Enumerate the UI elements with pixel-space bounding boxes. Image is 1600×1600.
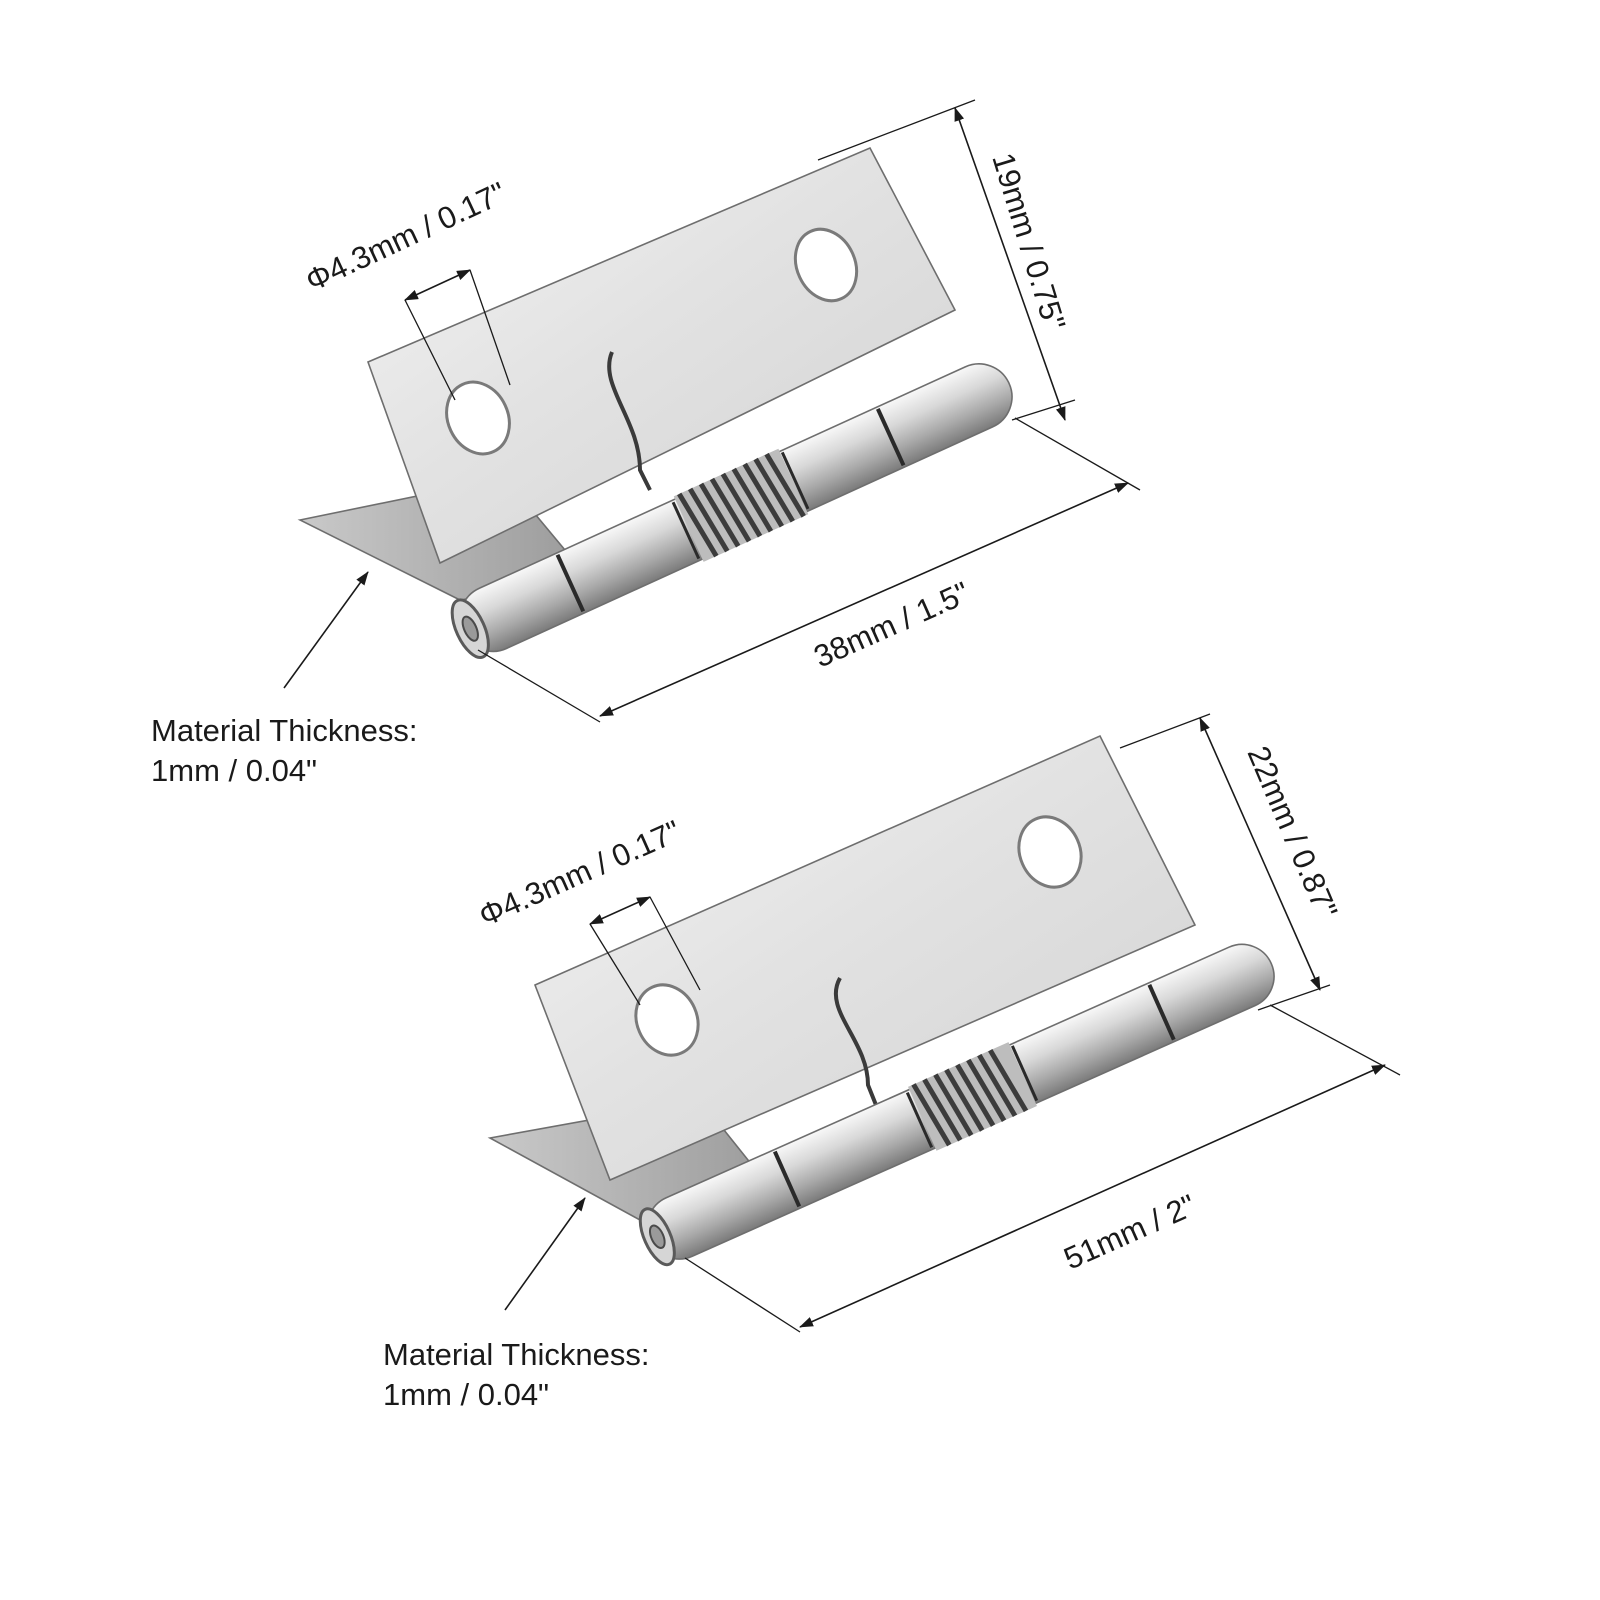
- hinge-large-dimensions: Φ4.3mm / 0.17" 22mm / 0.87" 51mm / 2" Ma…: [383, 713, 1401, 1412]
- hinge-small-hole-left: [445, 380, 511, 456]
- hinge-small-hole-dimension-line: [404, 269, 471, 301]
- hinge-large-hole-left: [634, 983, 700, 1057]
- hinge-large-hole-right: [1017, 815, 1083, 889]
- hinge-small-thickness-leader: [283, 571, 369, 689]
- hinge-small-spring-arm: [607, 351, 652, 491]
- hinge-large-hole-diameter-label: Φ4.3mm / 0.17": [474, 813, 686, 933]
- hinge-small-length-label: 38mm / 1.5": [809, 575, 975, 675]
- hinge-large-thickness-leader: [504, 1197, 586, 1311]
- hinge-small-hole-diameter-label: Φ4.3mm / 0.17": [300, 175, 511, 298]
- hinge-small-thickness-label: Material Thickness:: [151, 713, 417, 748]
- hinge-small-width-label: 19mm / 0.75": [985, 149, 1072, 335]
- hinge-small-width-dimension-line: [954, 107, 1066, 421]
- hinge-large: [487, 734, 1275, 1267]
- hinge-small-thickness-value: 1mm / 0.04": [151, 753, 317, 788]
- hinge-small-length-dimension-line: [599, 482, 1129, 717]
- hinge-large-length-dimension-line: [799, 1064, 1386, 1328]
- hinge-large-thickness-value: 1mm / 0.04": [383, 1377, 549, 1412]
- hinge-small-hole-right: [793, 227, 859, 303]
- hinge-large-thickness-label: Material Thickness:: [383, 1337, 649, 1372]
- hinge-large-width-dimension-line: [1199, 717, 1321, 991]
- hinge-large-hole-dimension-line: [589, 896, 651, 925]
- hinge-large-width-label: 22mm / 0.87": [1241, 741, 1345, 923]
